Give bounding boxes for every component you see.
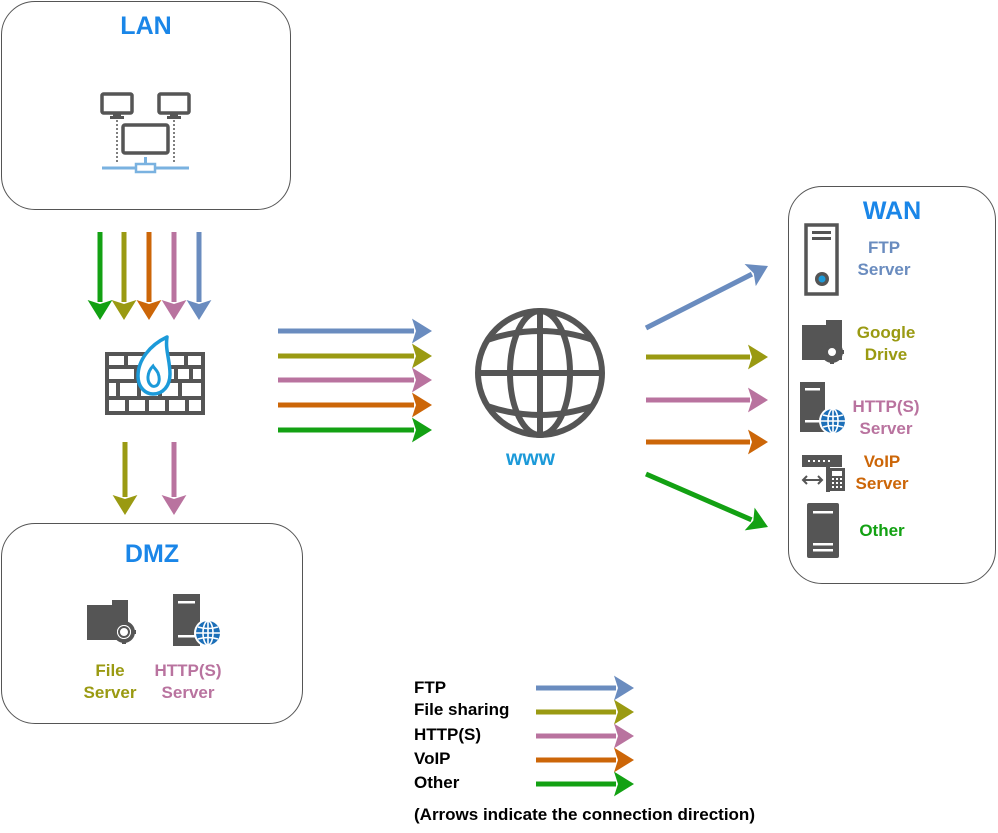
wan-voip-line1: VoIP: [863, 452, 901, 471]
arrow-lan-to-firewall-file_sharing-head: [111, 300, 137, 320]
arrow-lan-to-firewall-other-head: [87, 300, 113, 320]
wan-google-drive-icon: [802, 320, 844, 364]
dmz-title: DMZ: [124, 540, 180, 568]
legend-arrow-file_sharing-head: [614, 699, 634, 725]
legend-label-file-sharing: File sharing: [414, 700, 510, 719]
globe-icon: [475, 308, 605, 438]
www-label: www: [506, 447, 556, 470]
arrow-firewall-to-dmz-file_sharing: [112, 442, 138, 515]
arrow-internet-to-wan-voip-head: [748, 429, 768, 455]
arrow-firewall-to-internet-http: [278, 367, 432, 393]
wan-voip-server-icon: [801, 455, 845, 492]
arrow-firewall-to-internet-other: [278, 417, 432, 443]
lan-zone: LAN: [1, 1, 291, 210]
arrow-lan-to-firewall-ftp-head: [186, 300, 212, 320]
arrow-internet-to-wan-ftp-shaft: [644, 271, 754, 331]
dmz-http-server-label: HTTP(S) Server: [146, 660, 230, 704]
legend-arrow-other-head: [614, 771, 634, 797]
legend-label-voip: VoIP: [414, 749, 451, 768]
legend-arrow-ftp: [536, 675, 634, 701]
arrow-firewall-to-dmz-http: [161, 442, 187, 515]
wan-ftp-server-label: FTP Server: [846, 237, 922, 281]
wan-other-line1: Other: [859, 521, 905, 540]
arrow-lan-to-firewall-http: [161, 232, 187, 320]
legend-arrow-voip: [536, 747, 634, 773]
arrow-lan-to-firewall-voip: [136, 232, 162, 320]
arrow-internet-to-wan-ftp-head: [744, 264, 768, 287]
wan-voip-line2: Server: [855, 474, 909, 493]
arrow-lan-to-firewall-ftp: [186, 232, 212, 320]
arrow-internet-to-wan-other-shaft: [645, 471, 753, 523]
wan-web-server-icon: [800, 382, 847, 435]
legend-arrow-http: [536, 723, 634, 749]
legend-arrow-voip-head: [614, 747, 634, 773]
arrow-internet-to-wan-http-head: [748, 387, 768, 413]
lan-title: LAN: [120, 12, 172, 40]
wan-gdrive-line1: Google: [856, 323, 916, 342]
arrow-firewall-to-internet-other-head: [412, 417, 432, 443]
network-icon: [100, 92, 191, 174]
wan-gdrive-line2: Drive: [864, 345, 908, 364]
firewall-icon: [105, 335, 205, 415]
dmz-web-server-icon: [173, 594, 222, 647]
arrow-internet-to-wan-ftp: [644, 264, 768, 331]
arrow-internet-to-wan-other-head: [744, 507, 768, 531]
arrow-internet-to-wan-file_sharing: [646, 344, 768, 370]
arrow-lan-to-firewall-http-head: [161, 300, 187, 320]
legend-arrow-http-head: [614, 723, 634, 749]
dmz-http-server-line2: Server: [161, 683, 215, 702]
arrow-lan-to-firewall-other: [87, 232, 113, 320]
arrow-internet-to-wan-other: [645, 471, 768, 531]
arrow-firewall-to-dmz-http-head: [161, 495, 187, 515]
dmz-file-server-label: File Server: [74, 660, 146, 704]
legend-note: (Arrows indicate the connection directio…: [414, 805, 755, 824]
wan-ftp-line2: Server: [857, 260, 911, 279]
legend-arrow-ftp-head: [614, 675, 634, 701]
arrow-firewall-to-internet-file_sharing: [278, 343, 432, 369]
arrow-firewall-to-internet-voip: [278, 392, 432, 418]
dmz-file-server-line2: Server: [83, 683, 137, 702]
arrow-lan-to-firewall-voip-head: [136, 300, 162, 320]
arrow-firewall-to-internet-ftp: [278, 318, 432, 344]
wan-ftp-line1: FTP: [867, 238, 901, 257]
legend-label-ftp: FTP: [414, 678, 447, 697]
wan-http-server-label: HTTP(S) Server: [846, 396, 926, 440]
dmz-zone: DMZ: [1, 523, 303, 724]
arrow-internet-to-wan-http: [646, 387, 768, 413]
legend-arrow-file_sharing: [536, 699, 634, 725]
arrow-firewall-to-internet-ftp-head: [412, 318, 432, 344]
legend-label-http: HTTP(S): [414, 725, 482, 744]
dmz-file-server-line1: File: [95, 661, 125, 680]
wan-http-line1: HTTP(S): [852, 397, 920, 416]
arrow-firewall-to-dmz-file_sharing-head: [112, 495, 138, 515]
dmz-http-server-line1: HTTP(S): [154, 661, 222, 680]
arrow-lan-to-firewall-file_sharing: [111, 232, 137, 320]
legend-arrow-other: [536, 771, 634, 797]
arrow-firewall-to-internet-file_sharing-head: [412, 343, 432, 369]
arrow-firewall-to-internet-voip-head: [412, 392, 432, 418]
arrow-internet-to-wan-file_sharing-head: [748, 344, 768, 370]
arrow-internet-to-wan-voip: [646, 429, 768, 455]
wan-http-line2: Server: [859, 419, 913, 438]
dmz-file-server-icon: [87, 600, 136, 644]
wan-ftp-server-icon: [804, 223, 839, 296]
wan-google-drive-label: Google Drive: [846, 322, 926, 366]
wan-voip-server-label: VoIP Server: [846, 451, 918, 495]
flow-arrows: [87, 232, 768, 797]
wan-other-server-label: Other: [846, 520, 918, 542]
wan-title: WAN: [862, 197, 922, 225]
wan-other-server-icon: [807, 503, 839, 558]
arrow-firewall-to-internet-http-head: [412, 367, 432, 393]
legend-label-other: Other: [414, 773, 460, 792]
